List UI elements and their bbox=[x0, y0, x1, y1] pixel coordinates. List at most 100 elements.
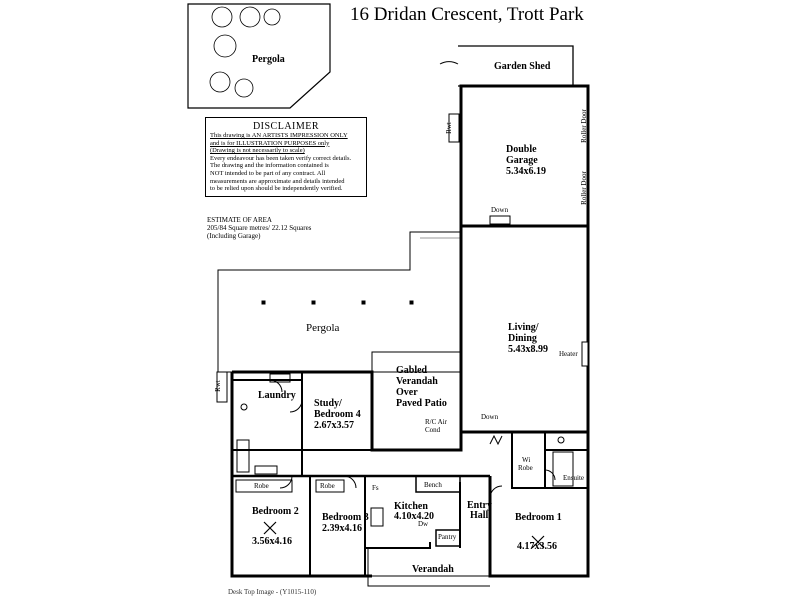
living-size: 5.43x8.99 bbox=[508, 344, 548, 355]
laundry-trough bbox=[269, 373, 291, 383]
garage-size: 5.34x6.19 bbox=[506, 166, 546, 177]
ensuite-label: Ensuite bbox=[563, 474, 584, 482]
bed1-size: 4.17x3.56 bbox=[517, 541, 557, 552]
dw-label: Dw bbox=[418, 520, 429, 528]
pantry-label: Pantry bbox=[438, 533, 457, 541]
footer-caption: Desk Top Image - (Y1015-110) bbox=[228, 588, 317, 596]
bench bbox=[415, 475, 461, 493]
plant bbox=[209, 71, 231, 93]
ensuite-walls bbox=[511, 432, 588, 489]
verandah-label: Verandah bbox=[412, 564, 454, 575]
robe-mid bbox=[315, 479, 345, 493]
bench-label: Bench bbox=[424, 481, 442, 489]
disclaimer-heading: DISCLAIMER bbox=[252, 121, 320, 132]
rwt-top-box bbox=[448, 113, 460, 143]
rc-label: R/C Air bbox=[425, 418, 447, 426]
garage-label: Double bbox=[506, 144, 537, 155]
door-arc bbox=[544, 469, 556, 481]
disclaimer-line: and is for ILLUSTRATION PURPOSES only bbox=[210, 139, 330, 147]
bath bbox=[236, 439, 250, 473]
plant bbox=[213, 34, 237, 58]
ceiling-fan-icon bbox=[531, 535, 545, 549]
estimate-line: 205/84 Square metres/ 22.12 Squares bbox=[207, 224, 312, 232]
gabled-label: Gabled bbox=[396, 365, 428, 376]
disclaimer-line: NOT intended to be part of any contract.… bbox=[210, 169, 326, 177]
study-label: Bedroom 4 bbox=[314, 409, 361, 420]
kitchen-label: Kitchen bbox=[394, 501, 428, 512]
down-label: Down bbox=[491, 206, 509, 214]
wi-robe-label: Wi bbox=[522, 456, 531, 464]
laundry-label: Laundry bbox=[258, 390, 296, 401]
disclaimer-line: (Drawing is not necessarily to scale) bbox=[210, 147, 305, 155]
page-title: 16 Dridan Crescent, Trott Park bbox=[350, 4, 584, 25]
estimate-line: (Including Garage) bbox=[207, 232, 261, 240]
cooktop bbox=[370, 507, 384, 527]
shower bbox=[552, 451, 574, 487]
door-arc bbox=[279, 475, 293, 489]
disclaimer-line: The drawing and the information containe… bbox=[210, 162, 329, 170]
rwt-label: Rwt bbox=[444, 122, 453, 134]
wi-robe-label: Robe bbox=[518, 464, 533, 472]
plant bbox=[263, 8, 281, 26]
roller-door-label: Roller Door bbox=[579, 171, 588, 205]
bed3-label: Bedroom 3 bbox=[322, 512, 369, 523]
door-arc bbox=[343, 475, 357, 489]
gabled-label: Over bbox=[396, 387, 418, 398]
down-top-box bbox=[489, 215, 511, 225]
bed2-label: Bedroom 2 bbox=[252, 506, 299, 517]
garden-shed-label: Garden Shed bbox=[494, 61, 551, 72]
post bbox=[409, 300, 414, 305]
gabled-label: Verandah bbox=[396, 376, 438, 387]
robe-left bbox=[235, 479, 293, 493]
disclaimer-box: DISCLAIMER This drawing is AN ARTISTS IM… bbox=[205, 117, 367, 197]
pergola-top-outline bbox=[187, 3, 331, 109]
bed2-size: 3.56x4.16 bbox=[252, 536, 292, 547]
living-label: Dining bbox=[508, 333, 537, 344]
heater-box bbox=[581, 341, 589, 367]
bed3-size: 2.39x4.16 bbox=[322, 523, 362, 534]
ceiling-fan-icon bbox=[263, 521, 277, 535]
gabled-label: Paved Patio bbox=[396, 398, 447, 409]
post bbox=[311, 300, 316, 305]
post bbox=[361, 300, 366, 305]
heater-label: Heater bbox=[559, 350, 578, 358]
plant bbox=[239, 6, 261, 28]
door-arc bbox=[489, 485, 503, 499]
door-arc bbox=[269, 379, 283, 393]
disclaimer-line: measurements are approximate and details… bbox=[210, 177, 345, 185]
verandah-outline bbox=[367, 548, 490, 587]
shed-door-arc bbox=[439, 61, 459, 65]
study-label: Study/ bbox=[314, 398, 342, 409]
entry-label: Entry bbox=[467, 500, 492, 511]
stair-zigzag bbox=[489, 434, 503, 446]
fs-label: Fs bbox=[372, 484, 379, 492]
pergola-main-label: Pergola bbox=[306, 322, 340, 334]
pergola-main-outline bbox=[217, 231, 461, 373]
bathroom-walls bbox=[232, 449, 303, 476]
study-size: 2.67x3.57 bbox=[314, 420, 354, 431]
vanity bbox=[254, 465, 278, 475]
disclaimer-line: This drawing is AN ARTISTS IMPRESSION ON… bbox=[210, 132, 348, 139]
robe-label: Robe bbox=[254, 482, 269, 490]
pergola-top-label: Pergola bbox=[252, 54, 285, 65]
toilet-ensuite bbox=[557, 436, 565, 444]
disclaimer-line: Every endeavour has been taken verify co… bbox=[210, 154, 352, 162]
robe-label: Robe bbox=[320, 482, 335, 490]
post bbox=[261, 300, 266, 305]
door-arc bbox=[289, 399, 303, 413]
estimate-heading: ESTIMATE OF AREA bbox=[207, 216, 272, 224]
down-label: Down bbox=[481, 413, 499, 421]
rwt-label: Rwt bbox=[213, 380, 222, 392]
entry-label: Hall bbox=[470, 510, 489, 521]
pantry-box bbox=[435, 529, 461, 547]
living-label: Living/ bbox=[508, 322, 539, 333]
garage-label: Garage bbox=[506, 155, 538, 166]
rc-label: Cond bbox=[425, 426, 441, 434]
disclaimer-line: to be relied upon should be independentl… bbox=[210, 185, 343, 193]
plant bbox=[234, 78, 254, 98]
toilet-laundry bbox=[240, 403, 248, 411]
bed1-label: Bedroom 1 bbox=[515, 512, 562, 523]
roller-door-label: Roller Door bbox=[579, 109, 588, 143]
rwt-left-box bbox=[216, 371, 228, 403]
